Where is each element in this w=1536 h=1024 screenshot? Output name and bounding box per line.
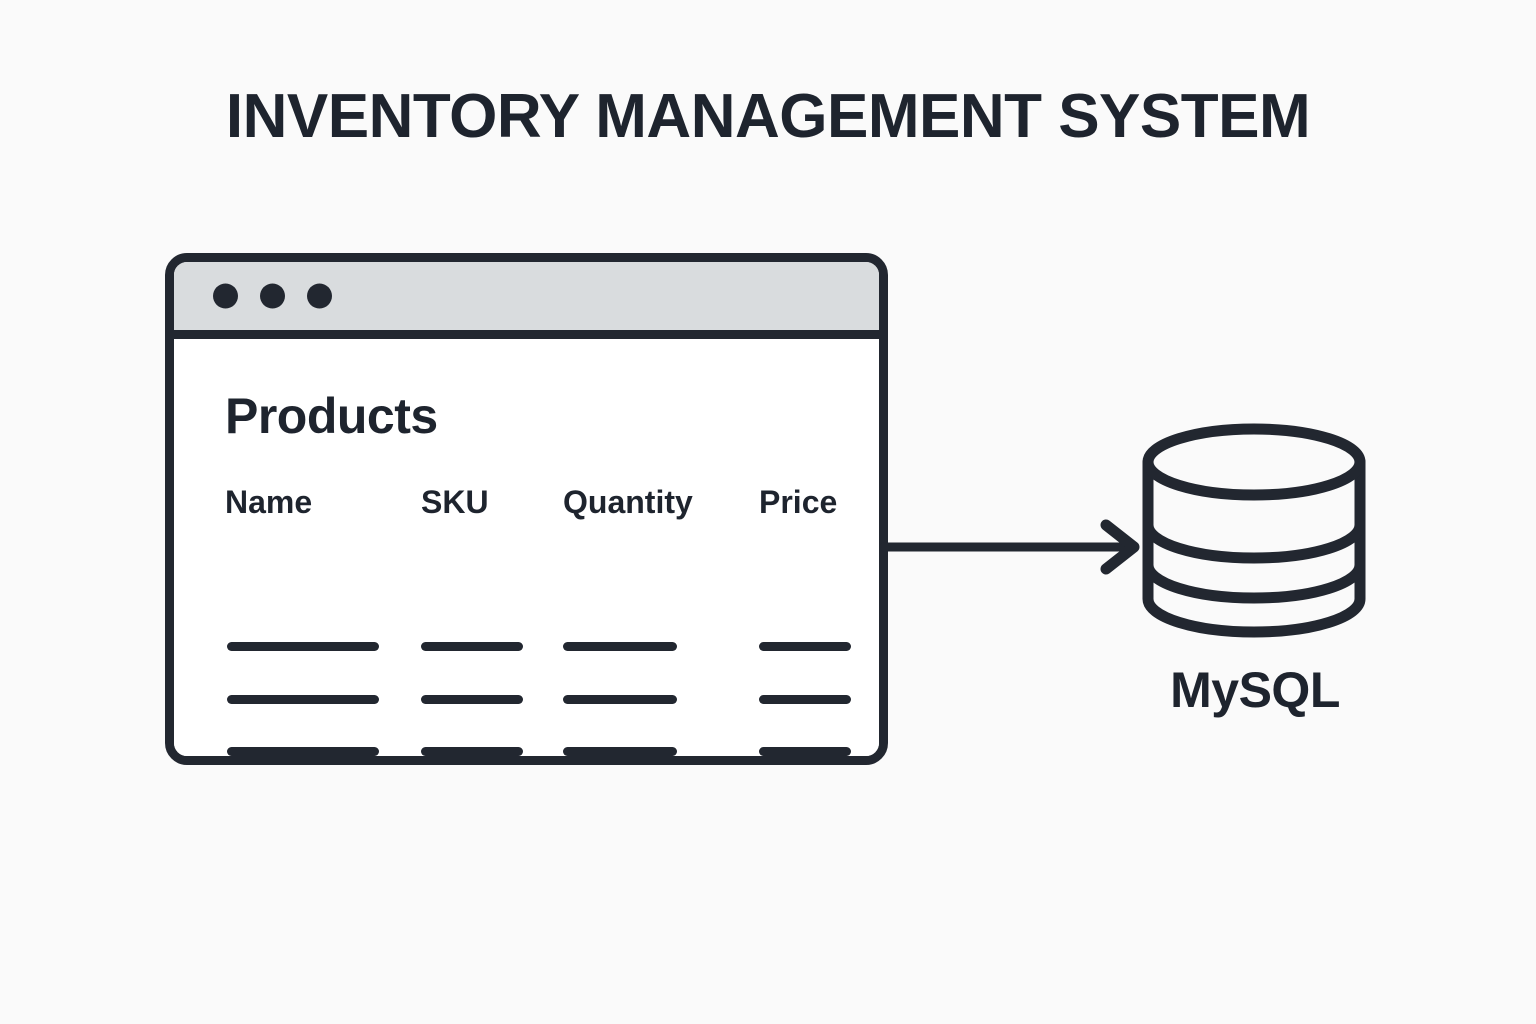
panel-title: Products: [225, 388, 438, 444]
database-node: MySQL: [1130, 415, 1380, 755]
table-row: [759, 642, 851, 651]
window-body: Products Name SKU Quantity Price: [174, 339, 879, 756]
arrow-right-icon: [880, 519, 1140, 575]
window-dot-minimize-icon[interactable]: [260, 283, 285, 309]
table-row: [227, 642, 379, 651]
column-header-quantity: Quantity: [563, 484, 693, 520]
window-dot-close-icon[interactable]: [213, 283, 238, 309]
database-label: MySQL: [1170, 662, 1340, 718]
column-header-name: Name: [225, 484, 313, 520]
table-row: [421, 695, 523, 704]
window-controls: [213, 283, 332, 309]
window-dot-maximize-icon[interactable]: [307, 283, 332, 309]
table-row: [759, 747, 851, 756]
column-header-price: Price: [759, 484, 838, 520]
browser-window: Products Name SKU Quantity Price: [165, 253, 888, 765]
window-titlebar: [174, 262, 879, 339]
table-row: [759, 695, 851, 704]
table-row: [227, 695, 379, 704]
table-row: [421, 642, 523, 651]
table-row: [421, 747, 523, 756]
table-row: [563, 642, 677, 651]
column-header-sku: SKU: [421, 484, 489, 520]
page-title: INVENTORY MANAGEMENT SYSTEM: [225, 82, 1311, 151]
table-row: [227, 747, 379, 756]
table-row: [563, 695, 677, 704]
table-row: [563, 747, 677, 756]
database-cylinder-icon: [1142, 423, 1366, 638]
products-table: Name SKU Quantity Price: [174, 339, 879, 756]
